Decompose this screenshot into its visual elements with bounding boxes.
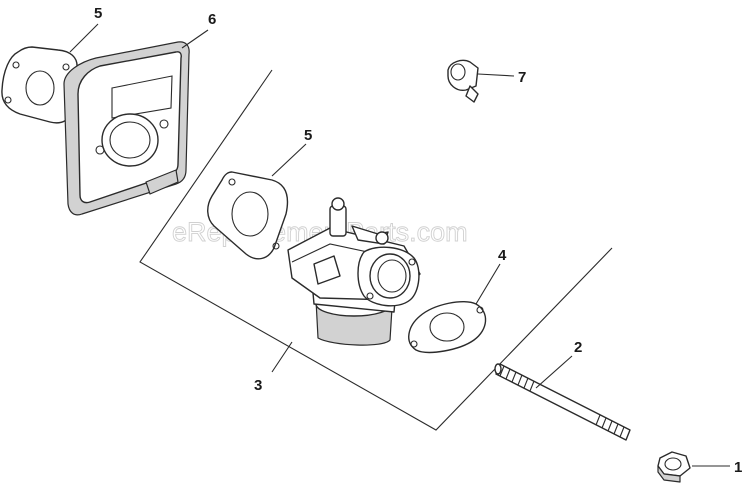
leader-line-7 [477, 73, 515, 77]
callout-fuel-line-clip: 7 [518, 69, 526, 86]
callout-stud: 2 [574, 339, 582, 356]
callout-carburetor-gasket: 4 [498, 247, 507, 264]
air-cleaner-base-part-6 [63, 41, 190, 216]
leader-line-6 [181, 29, 209, 49]
gasket-part-4 [408, 300, 487, 354]
gasket-part-5-top [1, 46, 78, 124]
stud-part-2 [494, 363, 631, 441]
leader-line-4 [475, 263, 501, 305]
callout-gasket-middle: 5 [304, 127, 312, 144]
gasket-part-5-middle [207, 171, 289, 260]
fuel-line-clip-part-7 [447, 59, 479, 103]
nut-part-1 [657, 451, 691, 483]
leader-line-3 [271, 341, 293, 373]
leader-line-2 [535, 355, 573, 389]
leader-line-5-middle [271, 143, 307, 177]
carburetor-part-3 [287, 197, 421, 346]
callout-nut: 1 [734, 459, 742, 476]
assembly-bracket [139, 69, 613, 431]
callout-air-cleaner-base: 6 [208, 11, 216, 28]
callout-carburetor: 3 [254, 377, 262, 394]
callout-gasket-top: 5 [94, 5, 102, 22]
leader-line-5-top [69, 23, 99, 53]
